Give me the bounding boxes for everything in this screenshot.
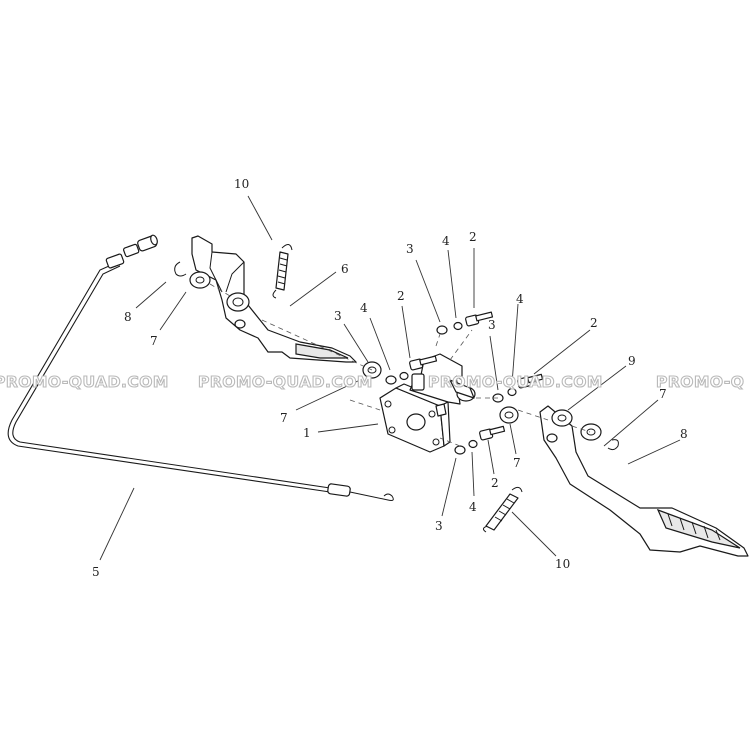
callout-3-lower: 3 [435,519,443,533]
callout-7-right: 7 [659,387,667,401]
left-brake-pedal [191,235,357,363]
callout-3-mid-left: 3 [334,309,342,323]
watermark-left: PROMO-QUAD.COM [0,373,169,391]
watermark-center-right: PROMO-QUAD.COM [428,373,603,391]
callout-5: 5 [92,565,100,579]
callout-3-top: 3 [406,242,414,256]
callout-2-mid-right: 2 [590,316,598,330]
callout-8-left: 8 [124,310,132,324]
callout-labels: 10 6 8 7 3 4 2 3 4 2 7 3 4 2 9 7 8 7 1 2… [92,177,688,579]
callout-3-mid-right: 3 [488,318,496,332]
fasteners [362,311,544,455]
callout-7-left: 7 [150,334,158,348]
callout-7-mid-left: 7 [280,411,288,425]
right-brake-pedal [539,405,749,557]
callout-6: 6 [341,262,349,276]
watermark-center-left: PROMO-QUAD.COM [198,373,373,391]
callout-2-mid-left: 2 [397,289,405,303]
watermarks: PROMO-QUAD.COM PROMO-QUAD.COM PROMO-QUAD… [0,372,745,391]
left-return-spring [272,244,293,299]
callout-4-mid-left: 4 [360,301,368,315]
callout-8-right: 8 [680,427,688,441]
callout-1: 1 [303,426,311,440]
callout-9: 9 [628,354,636,368]
callout-4-mid-right: 4 [516,292,524,306]
callout-7-lower: 7 [513,456,521,470]
lower-return-spring [482,486,523,533]
left-clip-and-washer [174,261,211,289]
callout-10-lower: 10 [555,557,570,571]
callout-4-top: 4 [442,234,450,248]
callout-2-top: 2 [469,230,477,244]
callout-10-upper: 10 [234,177,249,191]
control-cable [7,234,394,501]
watermark-right: PROMO-Q [656,373,744,391]
assembly-lines [209,283,591,447]
callout-2-lower: 2 [491,476,499,490]
pedal-mount-bracket [379,353,476,453]
leader-lines [99,195,681,561]
right-washer-and-clip [580,423,619,451]
callout-4-lower: 4 [469,500,477,514]
